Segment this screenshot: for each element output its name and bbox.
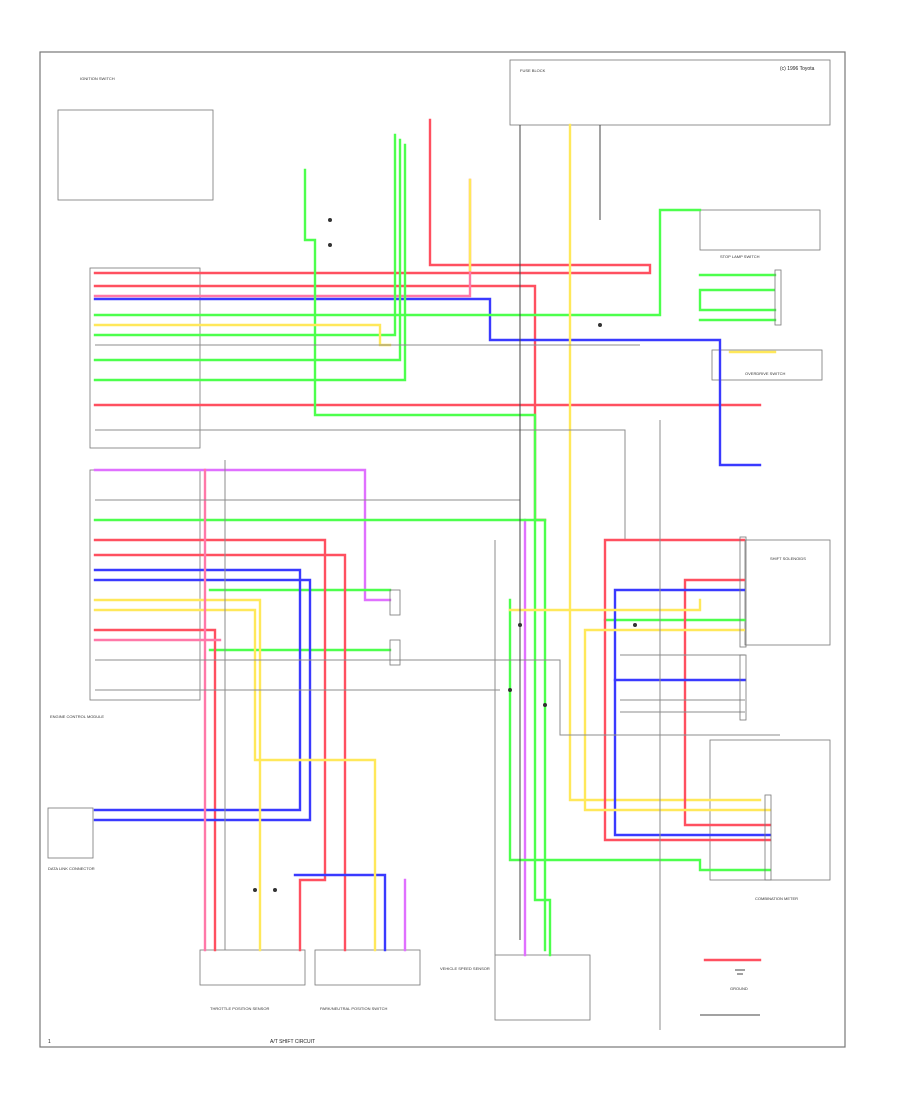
ground-symbol: GROUND <box>730 969 748 991</box>
wire-blue-6 <box>293 873 387 952</box>
wire-blue-4 <box>613 588 772 837</box>
diagram-frame <box>39 51 846 1048</box>
data-link-box: DATA LINK CONNECTOR <box>47 807 95 871</box>
svg-text:THROTTLE POSITION SENSOR: THROTTLE POSITION SENSOR <box>210 1006 269 1011</box>
svg-text:FUSE BLOCK: FUSE BLOCK <box>520 68 546 73</box>
wire-magenta-1 <box>93 468 392 602</box>
wire-pink-1 <box>93 178 472 298</box>
wire-red-5 <box>93 553 347 952</box>
svg-text:COMBINATION METER: COMBINATION METER <box>755 896 798 901</box>
footer-center-label: A/T SHIFT CIRCUIT <box>270 1039 315 1045</box>
ignition-switch-box: IGNITION SWITCH <box>57 76 214 201</box>
svg-text:SHIFT SOLENOIDS: SHIFT SOLENOIDS <box>770 556 806 561</box>
fuse-block-box: FUSE BLOCK <box>509 59 831 126</box>
throttle-sensor-box: THROTTLE POSITION SENSOR <box>199 949 306 1011</box>
footer-left-label: 1 <box>48 1039 51 1045</box>
wire-red-7 <box>93 628 217 952</box>
wire-green-4 <box>93 143 407 382</box>
wire-red-1 <box>93 118 652 275</box>
wire-gray-2 <box>95 429 626 540</box>
splice-points <box>253 218 637 892</box>
wire-green-7 <box>698 288 777 312</box>
combination-meter-box: COMBINATION METER <box>709 739 831 901</box>
wire-yellow-7 <box>583 628 772 812</box>
wire-gray-4 <box>95 659 780 736</box>
stop-lamp-switch-box: STOP LAMP SWITCH <box>699 209 821 259</box>
wire-red-4 <box>93 538 327 952</box>
svg-text:STOP LAMP SWITCH: STOP LAMP SWITCH <box>720 254 760 259</box>
wire-green-2 <box>93 133 397 337</box>
svg-text:OVERDRIVE SWITCH: OVERDRIVE SWITCH <box>745 371 786 376</box>
overdrive-switch-box: OVERDRIVE SWITCH <box>711 349 823 381</box>
svg-text:GROUND: GROUND <box>730 986 748 991</box>
wire-green-5 <box>303 168 552 957</box>
shift-solenoids-box: SHIFT SOLENOIDS <box>744 539 831 646</box>
svg-text:PARK/NEUTRAL POSITION SWITCH: PARK/NEUTRAL POSITION SWITCH <box>320 1006 387 1011</box>
header-code: (c) 1996 Toyota <box>780 66 815 72</box>
vss-box: VEHICLE SPEED SENSOR <box>440 954 591 1021</box>
svg-text:ENGINE CONTROL MODULE: ENGINE CONTROL MODULE <box>50 714 104 719</box>
park-neutral-box: PARK/NEUTRAL POSITION SWITCH <box>314 949 421 1011</box>
wire-yellow-1 <box>568 123 762 802</box>
wire-blue-3 <box>93 578 312 822</box>
wire-group-upper <box>93 118 777 957</box>
wire-green-12 <box>508 598 772 872</box>
wire-green-9 <box>93 518 547 952</box>
wire-blue-1 <box>93 297 762 467</box>
wire-yellow-8 <box>508 598 702 612</box>
wire-green-1 <box>93 208 702 317</box>
wire-yellow-5 <box>93 598 262 952</box>
connector-terminals <box>389 269 782 881</box>
wire-green-3 <box>93 138 402 362</box>
svg-text:VEHICLE SPEED SENSOR: VEHICLE SPEED SENSOR <box>440 966 490 971</box>
wire-red-2 <box>93 284 547 522</box>
wire-yellow-6 <box>93 608 377 952</box>
wire-group-lower <box>93 125 780 1030</box>
svg-text:DATA LINK CONNECTOR: DATA LINK CONNECTOR <box>48 866 95 871</box>
wire-red-8 <box>683 578 772 827</box>
svg-text:IGNITION SWITCH: IGNITION SWITCH <box>80 76 115 81</box>
